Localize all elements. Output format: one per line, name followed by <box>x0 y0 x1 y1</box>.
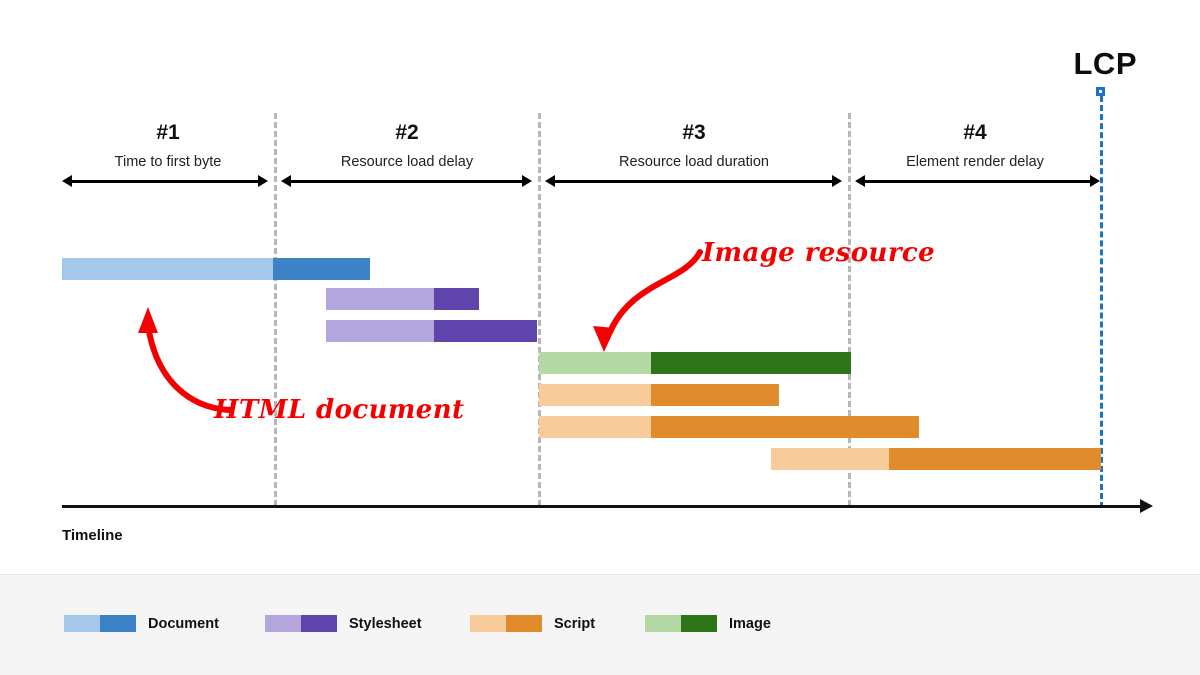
swatch-half-dark <box>681 615 717 632</box>
legend: Document Stylesheet Script Image <box>0 574 1200 675</box>
phase-name-2: Resource load delay <box>340 154 474 170</box>
phase-measure-arrow-3 <box>545 175 842 188</box>
resource-bar-stylesheet-2 <box>326 320 537 342</box>
resource-bar-stylesheet-1 <box>326 288 479 310</box>
arrow-head-right-icon <box>1090 175 1100 187</box>
bar-segment-dark <box>651 416 919 438</box>
legend-label-stylesheet: Stylesheet <box>349 615 422 632</box>
resource-bar-script-3 <box>771 448 1101 470</box>
annotation-arrow-html-document <box>138 307 231 413</box>
bar-segment-dark <box>434 320 537 342</box>
phase-header-4: #4 Element render delay <box>850 120 1100 172</box>
swatch-half-light <box>645 615 681 632</box>
legend-item-image: Image <box>645 615 771 632</box>
bar-segment-dark <box>651 384 779 406</box>
bar-segment-dark <box>889 448 1101 470</box>
lcp-marker-line <box>1100 96 1103 508</box>
arrow-head-left-icon <box>281 175 291 187</box>
arrow-head-right-icon <box>832 175 842 187</box>
legend-label-image: Image <box>729 615 771 632</box>
legend-swatch-document <box>64 615 136 632</box>
phase-measure-arrow-1 <box>62 175 268 188</box>
phase-measure-arrow-4 <box>855 175 1100 188</box>
phase-measure-arrow-2 <box>281 175 532 188</box>
swatch-half-dark <box>100 615 136 632</box>
chart-plot-area: LCP #1 Time to first byte #2 Resource lo… <box>62 46 1153 544</box>
bar-segment-light <box>539 384 651 406</box>
legend-swatch-image <box>645 615 717 632</box>
timeline-axis-label: Timeline <box>62 527 123 544</box>
bar-segment-light <box>539 416 651 438</box>
annotation-arrow-image-resource <box>593 249 703 352</box>
arrow-shaft <box>862 180 1093 183</box>
phase-name-1: Time to first byte <box>114 154 222 170</box>
resource-bar-document <box>62 258 370 280</box>
phase-header-2: #2 Resource load delay <box>276 120 538 172</box>
phase-divider-3 <box>848 113 851 506</box>
arrow-shaft <box>288 180 525 183</box>
timeline-axis-line <box>62 505 1145 508</box>
swatch-half-light <box>64 615 100 632</box>
phase-number-4: #4 <box>963 121 987 144</box>
arrow-shaft <box>552 180 835 183</box>
bar-segment-light <box>326 320 434 342</box>
timeline-axis-arrow-icon <box>1140 499 1153 513</box>
legend-item-script: Script <box>470 615 595 632</box>
phase-name-3: Resource load duration <box>619 154 769 170</box>
annotation-image-resource: Image resource <box>702 238 936 268</box>
arrow-head-right-icon <box>258 175 268 187</box>
legend-swatch-stylesheet <box>265 615 337 632</box>
legend-label-document: Document <box>148 615 219 632</box>
bar-segment-light <box>326 288 434 310</box>
arrow-shaft <box>69 180 261 183</box>
lcp-label: LCP <box>1073 46 1137 81</box>
swatch-half-dark <box>301 615 337 632</box>
legend-item-document: Document <box>64 615 219 632</box>
phase-number-1: #1 <box>156 121 180 144</box>
arrow-head-left-icon <box>545 175 555 187</box>
legend-item-stylesheet: Stylesheet <box>265 615 422 632</box>
resource-bar-script-2 <box>539 416 919 438</box>
bar-segment-dark <box>651 352 851 374</box>
legend-swatch-script <box>470 615 542 632</box>
resource-bar-script-1 <box>539 384 779 406</box>
legend-label-script: Script <box>554 615 596 632</box>
swatch-half-light <box>470 615 506 632</box>
phase-divider-1 <box>274 113 277 506</box>
swatch-half-light <box>265 615 301 632</box>
resource-bar-image <box>539 352 851 374</box>
arrow-head-left-icon <box>855 175 865 187</box>
lcp-marker-square <box>1096 87 1105 96</box>
phase-divider-2 <box>538 113 541 506</box>
phase-number-3: #3 <box>682 121 706 144</box>
phase-header-3: #3 Resource load duration <box>540 120 848 172</box>
bar-segment-light <box>62 258 273 280</box>
phase-header-1: #1 Time to first byte <box>62 120 274 172</box>
bar-segment-light <box>539 352 651 374</box>
arrow-head-right-icon <box>522 175 532 187</box>
phase-name-4: Element render delay <box>906 154 1044 170</box>
phase-number-2: #2 <box>395 121 419 144</box>
bar-segment-dark <box>434 288 479 310</box>
annotation-html-document: HTML document <box>214 395 465 425</box>
arrow-head-left-icon <box>62 175 72 187</box>
bar-segment-light <box>771 448 889 470</box>
swatch-half-dark <box>506 615 542 632</box>
bar-segment-dark <box>273 258 370 280</box>
